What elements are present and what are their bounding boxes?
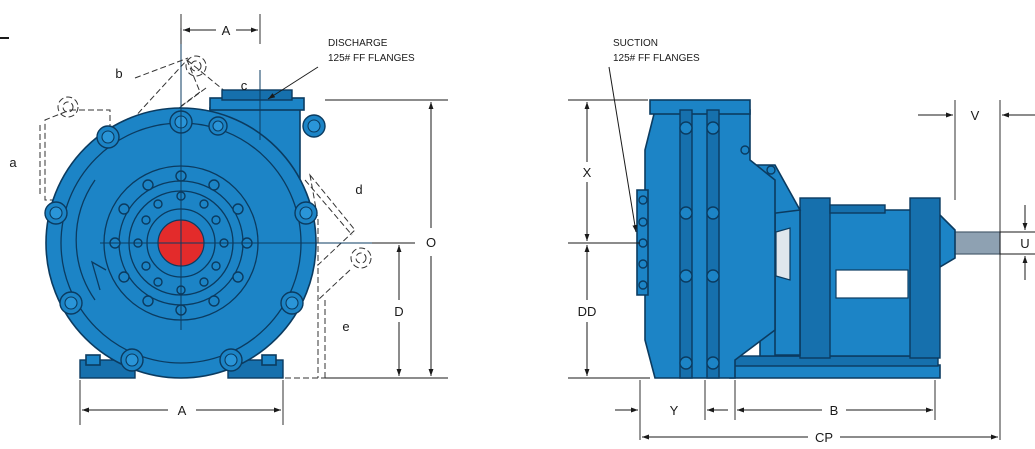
dim-a-small-label: a — [9, 155, 17, 170]
side-suction-flange — [649, 99, 751, 115]
dim-b-label: b — [115, 66, 122, 81]
dim-dd-label: DD — [578, 304, 597, 319]
side-view-dimensions: SUCTION 125# FF FLANGES X DD V U Y — [568, 38, 1035, 445]
dim-e-label: e — [342, 319, 349, 334]
dim-b-side-label: B — [830, 403, 839, 418]
suction-note-line2: 125# FF FLANGES — [613, 53, 700, 64]
dim-v-label: V — [971, 108, 980, 123]
side-view — [636, 99, 1001, 379]
dim-d-small-label: d — [355, 182, 362, 197]
dim-c-label: c — [241, 78, 248, 93]
dim-cp-label: CP — [815, 430, 833, 445]
dim-u-label: U — [1020, 236, 1029, 251]
front-view — [39, 28, 372, 379]
dim-a-top-label: A — [222, 23, 231, 38]
front-view-dimensions: A b c a d e DISCHARGE 125# FF FLANGES O … — [9, 14, 448, 425]
dim-o-label: O — [426, 235, 436, 250]
discharge-note-line1: DISCHARGE — [328, 38, 388, 49]
side-bolts — [638, 121, 776, 370]
dim-y-label: Y — [670, 403, 679, 418]
dim-d-label: D — [394, 304, 403, 319]
suction-note-line1: SUCTION — [613, 38, 658, 49]
base-frame — [729, 364, 941, 379]
dim-x-label: X — [583, 165, 592, 180]
dim-a-bottom-label: A — [178, 403, 187, 418]
discharge-note-line2: 125# FF FLANGES — [328, 53, 415, 64]
